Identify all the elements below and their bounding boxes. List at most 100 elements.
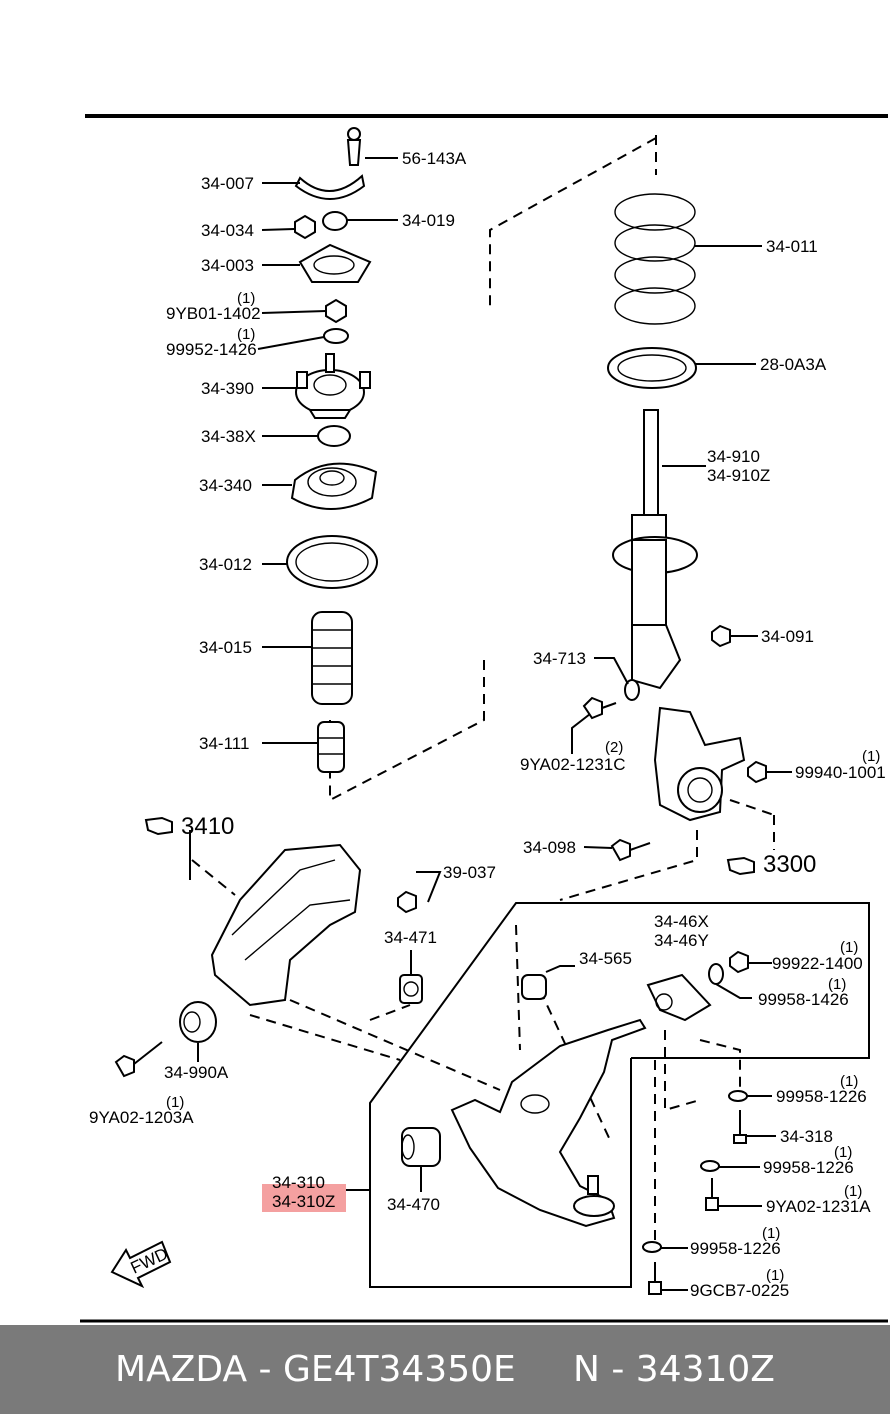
label-34-340[interactable]: 34-340 (199, 476, 252, 495)
strut-mount-part (295, 353, 371, 419)
hand-pointer-icon-3410 (144, 816, 173, 836)
label-9ya02-1231c[interactable]: 9YA02-1231C (520, 755, 626, 774)
front-bushing-part (401, 1127, 441, 1167)
part-labels: 56-143A 34-007 34-034 34-019 34-003 34-0… (89, 149, 886, 1300)
label-34-470[interactable]: 34-470 (387, 1195, 440, 1214)
clip-part (346, 127, 362, 166)
ref-3410[interactable]: 3410 (181, 813, 234, 840)
clip-washer-part (624, 679, 640, 701)
label-34-015[interactable]: 34-015 (199, 638, 252, 657)
label-56-143a[interactable]: 56-143A (402, 149, 467, 168)
label-34-910[interactable]: 34-910 (707, 447, 760, 466)
footer-part-numbers: MAZDA - GE4T34350E N - 34310Z (115, 1349, 775, 1390)
washer-c-part (642, 1241, 662, 1253)
label-34-310[interactable]: 34-310 (272, 1173, 325, 1192)
label-34-471[interactable]: 34-471 (384, 928, 437, 947)
label-34-318[interactable]: 34-318 (780, 1127, 833, 1146)
part-highlight (262, 1184, 346, 1212)
label-34-46y[interactable]: 34-46Y (654, 931, 709, 950)
dashed-guides (191, 135, 775, 1245)
flange-nut-part (325, 298, 347, 324)
dust-cap-part (322, 211, 348, 231)
rubber-seat-part (286, 535, 378, 589)
label-34-310z[interactable]: 34-310Z (272, 1192, 335, 1211)
label-34-990a[interactable]: 34-990A (164, 1063, 229, 1082)
label-34-019[interactable]: 34-019 (402, 211, 455, 230)
label-39-037[interactable]: 39-037 (443, 863, 496, 882)
crossmember-nut-part (397, 890, 417, 914)
label-34-007[interactable]: 34-007 (201, 174, 254, 193)
label-34-910z[interactable]: 34-910Z (707, 466, 770, 485)
lower-control-arm-part (450, 1018, 647, 1228)
qty-99952-1426: (1) (237, 326, 255, 343)
dust-boot-part (311, 611, 353, 705)
mount-plate-part (298, 243, 372, 283)
bearing-part (317, 425, 351, 447)
stabilizer-bushing-part (521, 974, 547, 1000)
lock-nut-part (294, 214, 316, 240)
qty-99922-1400: (1) (840, 939, 858, 956)
forward-arrow-icon: FWD (110, 1240, 172, 1289)
crossmember-part (210, 843, 362, 1007)
label-99958-1226-a[interactable]: 99958-1226 (776, 1087, 867, 1106)
qty-9ya02-1231a: (1) (844, 1183, 862, 1200)
label-34-46x[interactable]: 34-46X (654, 912, 709, 931)
washer-part (323, 328, 349, 344)
label-99958-1426[interactable]: 99958-1426 (758, 990, 849, 1009)
label-9yb01-1402[interactable]: 9YB01-1402 (166, 304, 261, 323)
bushing-washer-part (708, 963, 724, 985)
qty-99940-1001: (1) (862, 748, 880, 765)
shock-absorber-part (612, 409, 698, 690)
label-99922-1400[interactable]: 99922-1400 (772, 954, 863, 973)
label-28-0a3a[interactable]: 28-0A3A (760, 355, 827, 374)
crossmember-bushing-part (179, 1001, 217, 1043)
label-9gcb7-0225[interactable]: 9GCB7-0225 (690, 1281, 789, 1300)
hub-nut-part (747, 760, 767, 784)
spring-pad-part (607, 347, 697, 389)
label-99958-1226-c[interactable]: 99958-1226 (690, 1239, 781, 1258)
qty-9ya02-1231c: (2) (605, 739, 623, 756)
label-34-003[interactable]: 34-003 (201, 256, 254, 275)
qty-9ya02-1203a: (1) (166, 1094, 184, 1111)
label-34-091[interactable]: 34-091 (761, 627, 814, 646)
label-34-565[interactable]: 34-565 (579, 949, 632, 968)
label-34-38x[interactable]: 34-38X (201, 427, 256, 446)
qty-99958-1226-b: (1) (834, 1144, 852, 1161)
knuckle-bolt-part (610, 838, 651, 862)
mount-bolt-part (705, 1178, 719, 1211)
label-34-034[interactable]: 34-034 (201, 221, 254, 240)
steering-knuckle-part (653, 706, 746, 822)
flange-bolt-part (648, 1262, 662, 1295)
lower-arm-frame (369, 902, 870, 1288)
strut-bolt-part (582, 696, 617, 720)
label-9ya02-1231a[interactable]: 9YA02-1231A (766, 1197, 871, 1216)
leader-lines (189, 157, 792, 1291)
footer-bar: MAZDA - GE4T34350E N - 34310Z (0, 1325, 890, 1414)
label-99940-1001[interactable]: 99940-1001 (795, 763, 886, 782)
label-34-390[interactable]: 34-390 (201, 379, 254, 398)
label-34-111[interactable]: 34-111 (199, 734, 249, 753)
arm-bolt-part (733, 1110, 747, 1144)
label-9ya02-1203a[interactable]: 9YA02-1203A (89, 1108, 194, 1127)
coil-spring-part (614, 193, 696, 325)
qty-99958-1226-a: (1) (840, 1073, 858, 1090)
spacer-part (399, 974, 423, 1004)
label-34-713[interactable]: 34-713 (533, 649, 586, 668)
qty-9gcb7-0225: (1) (766, 1267, 784, 1284)
bump-stop-part (317, 721, 345, 773)
rear-bushing-part (646, 973, 712, 1022)
strut-cover-part (294, 174, 366, 200)
ref-3300[interactable]: 3300 (763, 851, 816, 878)
bushing-nut-part (729, 950, 749, 974)
qty-99958-1226-c: (1) (762, 1225, 780, 1242)
label-99952-1426[interactable]: 99952-1426 (166, 340, 257, 359)
spring-seat-part (290, 462, 378, 510)
label-34-098[interactable]: 34-098 (523, 838, 576, 857)
washer-b-part (700, 1160, 720, 1172)
label-99958-1226-b[interactable]: 99958-1226 (763, 1158, 854, 1177)
suspension-parts-diagram: FWD (80, 114, 888, 1323)
washer-a-part (728, 1090, 748, 1102)
qty-99958-1426: (1) (828, 976, 846, 993)
label-34-012[interactable]: 34-012 (199, 555, 252, 574)
label-34-011[interactable]: 34-011 (766, 237, 818, 256)
